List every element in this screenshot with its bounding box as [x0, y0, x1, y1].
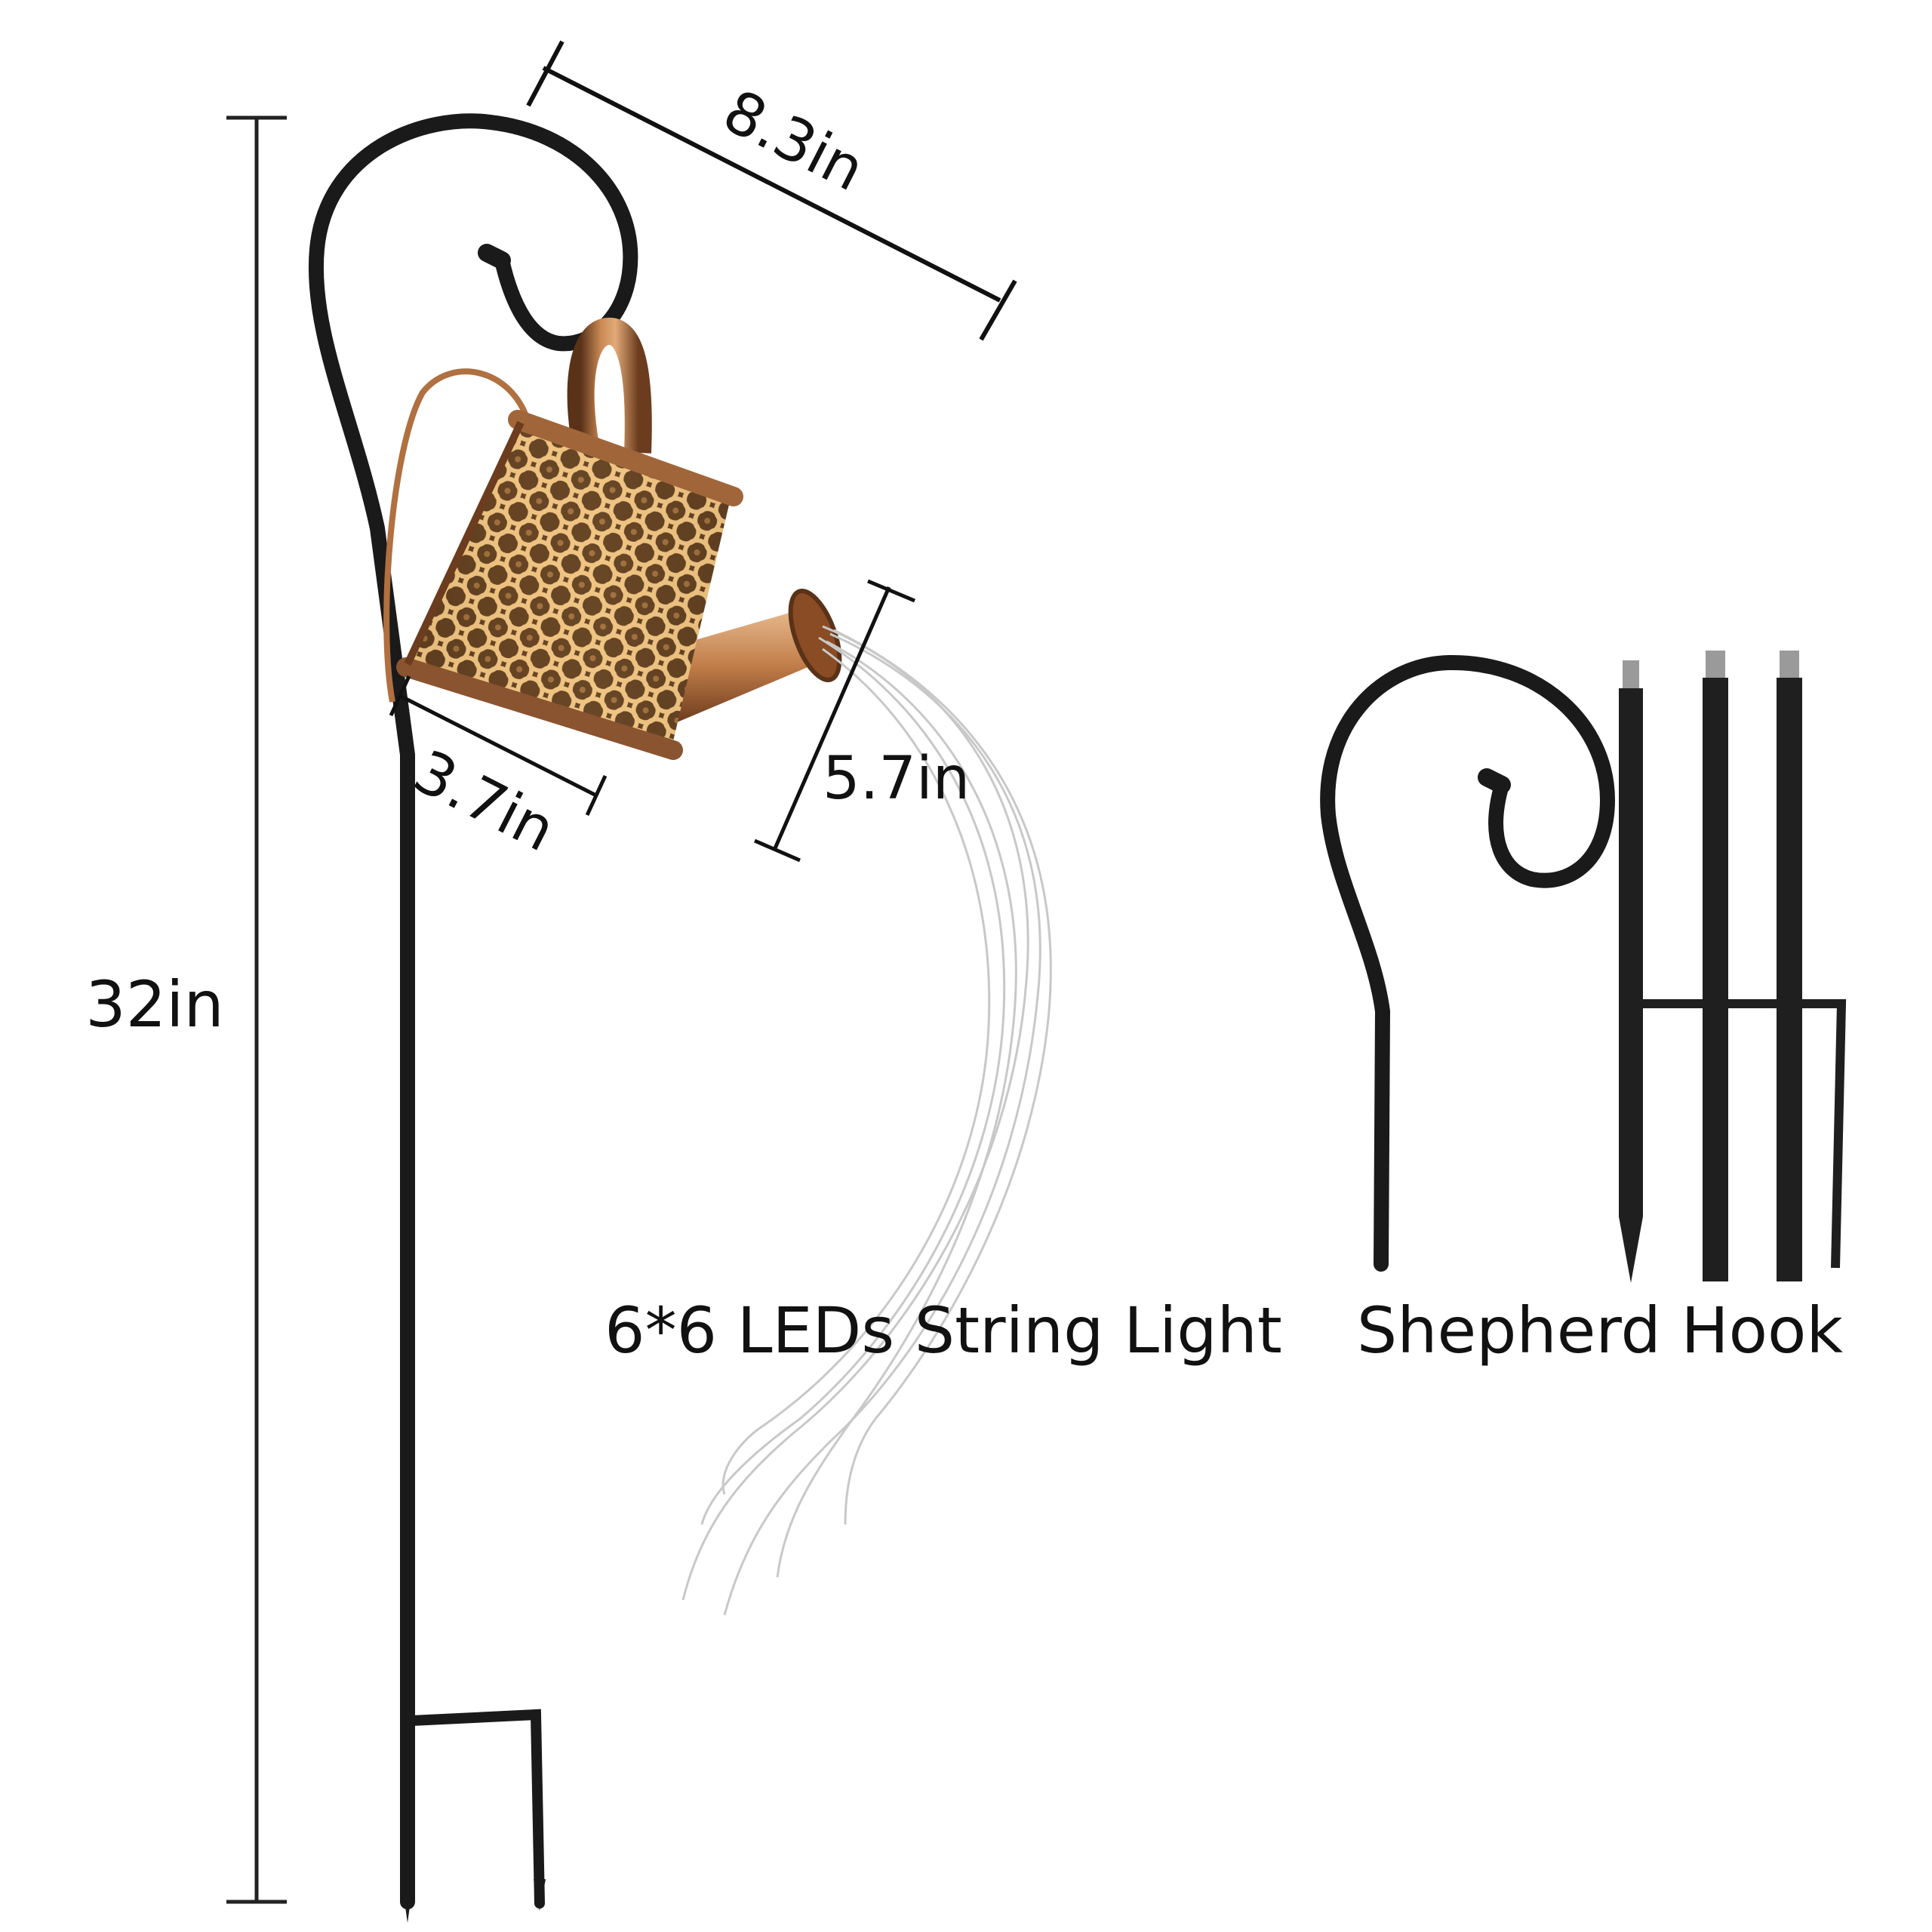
width-label: 8.3in: [712, 77, 875, 205]
hook-parts: [1320, 651, 1847, 1283]
watering-can: [383, 318, 842, 760]
led-string-light: [681, 625, 1052, 1616]
spout-height-label: 5.7in: [823, 745, 970, 813]
height-label: 32in: [85, 968, 223, 1041]
width-dimension: [526, 40, 1017, 341]
can-diameter-label: 3.7in: [403, 737, 565, 865]
string-light-caption: 6*6 LEDs String Light: [605, 1294, 1282, 1367]
rod-1: [1619, 660, 1847, 1283]
spout-height-dimension: [754, 579, 915, 863]
can-diameter-dimension: [389, 675, 608, 817]
shepherd-hook-stake: [309, 113, 638, 1923]
hook-caption: Shepherd Hook: [1357, 1294, 1844, 1367]
height-dimension: [226, 115, 287, 1904]
rod-2: [1703, 651, 1728, 1281]
rod-3: [1777, 651, 1802, 1281]
